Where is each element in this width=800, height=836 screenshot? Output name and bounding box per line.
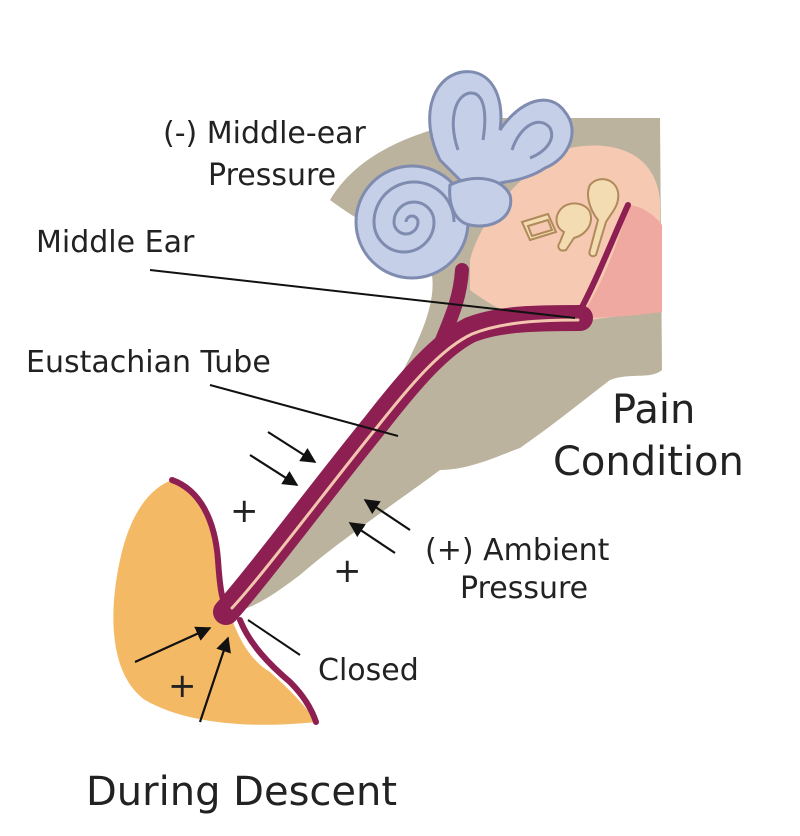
ossicles bbox=[520, 178, 620, 258]
arrow-upper-2 bbox=[249, 454, 299, 486]
label-eustachian-tube: Eustachian Tube bbox=[26, 345, 271, 380]
malleus bbox=[587, 178, 620, 258]
eustachian-tube bbox=[213, 263, 593, 625]
leader-lines bbox=[149, 269, 576, 656]
arrow-ambient-1 bbox=[363, 499, 411, 531]
tube-upper-branch bbox=[433, 263, 469, 352]
pressure-arrows bbox=[134, 431, 411, 723]
label-middle-ear-pressure-line1: (-) Middle-ear bbox=[163, 116, 367, 151]
arrow-upper-1 bbox=[267, 431, 317, 463]
throat-wall-lower bbox=[237, 617, 319, 725]
tube-outer-wall bbox=[213, 305, 593, 625]
label-ambient-line1: (+) Ambient bbox=[425, 533, 610, 568]
label-middle-ear-pressure-line2: Pressure bbox=[208, 158, 336, 193]
arrow-throat-1 bbox=[134, 626, 212, 664]
semicircular-canals bbox=[428, 70, 574, 192]
vestibule bbox=[448, 176, 513, 228]
label-during-descent: During Descent bbox=[86, 769, 397, 815]
incus bbox=[555, 202, 592, 252]
canal-loop-right bbox=[510, 120, 554, 160]
middle-ear-leader bbox=[149, 269, 576, 319]
eardrum-region bbox=[580, 205, 662, 318]
tube-lumen bbox=[230, 318, 580, 610]
label-closed: Closed bbox=[318, 653, 419, 688]
label-middle-ear: Middle Ear bbox=[36, 225, 195, 260]
plus-sign-throat: + bbox=[168, 666, 197, 706]
label-pain-line1: Pain bbox=[612, 387, 695, 433]
plus-sign-ambient: + bbox=[333, 551, 362, 591]
label-ambient-line2: Pressure bbox=[460, 571, 588, 606]
cochlea-spiral bbox=[372, 180, 456, 254]
eustachian-tube-leader bbox=[209, 384, 399, 437]
arrow-ambient-2 bbox=[348, 522, 396, 554]
inner-ear bbox=[354, 70, 574, 280]
stapes bbox=[520, 212, 558, 242]
plus-sign-upper: + bbox=[230, 491, 259, 531]
closed-leader bbox=[247, 619, 301, 656]
arrow-throat-2 bbox=[198, 636, 231, 723]
canal-loop-inner bbox=[451, 91, 487, 151]
throat-region bbox=[113, 480, 316, 725]
label-pain-line2: Condition bbox=[553, 439, 744, 485]
